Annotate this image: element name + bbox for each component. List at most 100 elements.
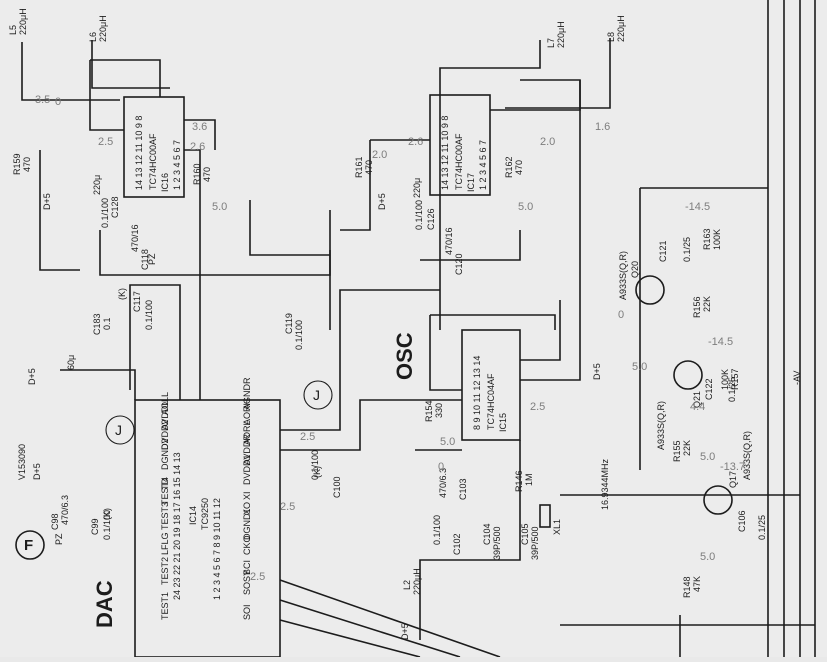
svg-text:L2: L2 (402, 580, 412, 590)
svg-text:TD: TD (160, 478, 170, 490)
svg-text:XI: XI (242, 491, 252, 500)
svg-text:DVDD1: DVDD1 (242, 454, 252, 485)
svg-text:5.0: 5.0 (700, 551, 715, 563)
svg-text:220μH: 220μH (18, 8, 28, 35)
wire-crystal (419, 440, 521, 640)
svg-text:TEST2: TEST2 (160, 557, 170, 585)
right-bus-lines (560, 0, 816, 657)
svg-text:330: 330 (434, 403, 444, 418)
l8-wire (505, 38, 611, 109)
svg-text:220μH: 220μH (616, 15, 626, 42)
svg-text:470/16: 470/16 (444, 227, 454, 255)
svg-text:C183: C183 (92, 313, 102, 335)
svg-text:0.1/25: 0.1/25 (727, 377, 737, 402)
ic16-wire-right (184, 119, 216, 150)
svg-text:TC74HC00AF: TC74HC00AF (148, 133, 158, 190)
svg-text:IC15: IC15 (498, 413, 508, 432)
svg-text:220μ: 220μ (412, 178, 422, 198)
inductor-l5: L5 220μH (8, 8, 28, 35)
svg-text:0: 0 (55, 96, 61, 108)
svg-text:C120: C120 (454, 253, 464, 275)
svg-text:470: 470 (202, 167, 212, 182)
svg-text:-AV: -AV (792, 371, 802, 385)
svg-text:R162: R162 (504, 156, 514, 178)
svg-text:L7: L7 (546, 38, 556, 48)
svg-text:3.6: 3.6 (192, 121, 207, 133)
wire-dac-loop (99, 210, 331, 276)
misc-labels: D+5 D+5 D+5 D+5 D+5 D+5 V153090 -AV 220μ… (17, 175, 802, 640)
svg-text:AORH: AORH (242, 399, 252, 425)
svg-text:TC74HC00AF: TC74HC00AF (454, 133, 464, 190)
svg-text:AOLL: AOLL (160, 392, 170, 415)
svg-text:220μH: 220μH (556, 21, 566, 48)
svg-text:C105: C105 (520, 523, 530, 545)
diag-line-2 (279, 599, 461, 658)
svg-text:A933S(Q,R): A933S(Q,R) (618, 251, 628, 300)
inductor-l6: L6 220μH (88, 15, 108, 42)
svg-text:-14.5: -14.5 (685, 201, 710, 213)
svg-text:C102: C102 (452, 533, 462, 555)
transistor-q21: A933S(Q,R) Q21 (656, 360, 703, 450)
svg-text:2.5: 2.5 (530, 401, 545, 413)
svg-text:0.1: 0.1 (102, 317, 112, 330)
svg-text:D+5: D+5 (42, 193, 52, 210)
inductor-l7: L7 220μH (546, 21, 566, 48)
l7-wire (439, 40, 541, 330)
svg-text:AGNDR: AGNDR (242, 377, 252, 410)
svg-text:1M: 1M (524, 473, 534, 486)
svg-text:D+5: D+5 (400, 623, 410, 640)
wire-left-rail (39, 150, 80, 271)
svg-text:D+5: D+5 (27, 368, 37, 385)
ic15-wire-top (430, 314, 556, 330)
svg-text:0.1/25: 0.1/25 (682, 237, 692, 262)
ic17-wire-right (490, 79, 581, 111)
wire-ic14-ic15 (280, 399, 462, 451)
svg-text:5.0: 5.0 (632, 361, 647, 373)
svg-text:16.9344MHz: 16.9344MHz (600, 458, 610, 510)
svg-text:470: 470 (514, 160, 524, 175)
svg-text:PZ: PZ (54, 533, 64, 545)
svg-text:R156: R156 (692, 296, 702, 318)
wire-ic15-ic17 (520, 80, 581, 381)
crystal-xl1: XL1 16.9344MHz (539, 458, 610, 535)
svg-text:C128: C128 (110, 196, 120, 218)
svg-text:D+5: D+5 (592, 363, 602, 380)
svg-text:0.1/25: 0.1/25 (757, 515, 767, 540)
svg-text:0.1/100: 0.1/100 (102, 510, 112, 540)
svg-text:C118: C118 (140, 249, 150, 270)
svg-text:TEST4: TEST4 (160, 477, 170, 505)
resistor-labels: R159 470 R160 470 R161 470 R162 470 R154… (12, 153, 740, 598)
svg-text:(K): (K) (117, 288, 127, 300)
svg-text:A933S(Q,R): A933S(Q,R) (742, 431, 752, 480)
svg-text:R161: R161 (354, 156, 364, 178)
wire-dplus5-ic14 (60, 369, 136, 400)
wire-c117 (129, 284, 181, 400)
svg-text:220μ: 220μ (92, 175, 102, 195)
svg-text:AORL: AORL (242, 420, 252, 445)
svg-text:R157: R157 (730, 368, 740, 390)
diag-line-3 (279, 579, 501, 658)
svg-text:L8: L8 (606, 32, 616, 42)
svg-text:470: 470 (364, 160, 374, 175)
svg-text:A933S(Q,R): A933S(Q,R) (656, 401, 666, 450)
svg-text:1 2 3 4 5 6 7: 1 2 3 4 5 6 7 (172, 140, 182, 190)
svg-text:C106: C106 (737, 510, 747, 532)
svg-text:22K: 22K (682, 440, 692, 456)
svg-text:2.0: 2.0 (372, 149, 387, 161)
svg-text:TEST1: TEST1 (160, 592, 170, 620)
svg-text:5.0: 5.0 (700, 451, 715, 463)
svg-text:0.1/100: 0.1/100 (144, 300, 154, 330)
svg-text:IC17: IC17 (466, 173, 476, 192)
svg-text:C119: C119 (284, 313, 294, 334)
dac-label: DAC (92, 580, 117, 628)
svg-text:L6: L6 (88, 32, 98, 42)
svg-text:100K: 100K (720, 369, 730, 390)
svg-text:Q20: Q20 (630, 261, 640, 278)
svg-text:(K): (K) (312, 466, 322, 478)
svg-text:D+5: D+5 (32, 463, 42, 480)
svg-text:C121: C121 (658, 240, 668, 262)
svg-text:PZ: PZ (147, 253, 157, 265)
svg-text:470: 470 (22, 157, 32, 172)
svg-text:R160: R160 (192, 163, 202, 185)
